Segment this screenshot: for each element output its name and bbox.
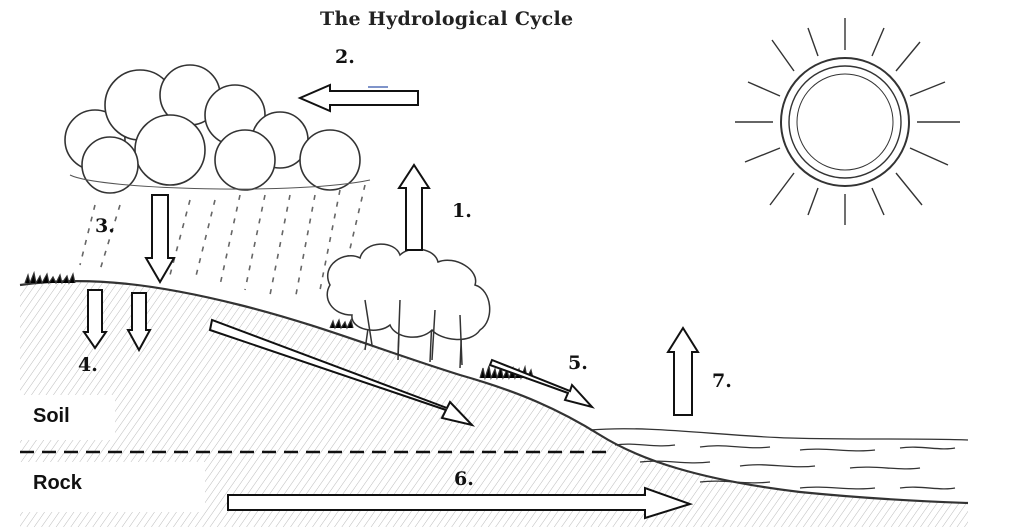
water-icon bbox=[589, 428, 969, 490]
soil-label-box bbox=[20, 395, 115, 440]
label-2: 2. bbox=[335, 46, 355, 68]
sun-icon bbox=[735, 18, 960, 225]
arrow-4b-infiltration bbox=[126, 292, 152, 353]
tree-icon bbox=[326, 243, 491, 369]
rock-label-box bbox=[20, 462, 205, 512]
arrow-1-transpiration bbox=[397, 163, 431, 251]
cloud-icon bbox=[64, 64, 371, 194]
arrows bbox=[82, 83, 700, 520]
arrow-4a-infiltration bbox=[82, 289, 108, 350]
label-6: 6. bbox=[454, 468, 474, 490]
arrow-7-evaporation bbox=[666, 326, 700, 416]
arrow-5-surface-runoff bbox=[488, 358, 595, 409]
arrow-2-condensation bbox=[297, 83, 419, 113]
label-5: 5. bbox=[568, 352, 588, 374]
label-3: 3. bbox=[95, 215, 115, 237]
arrow-6-groundwater bbox=[227, 486, 694, 520]
arrow-3-precipitation bbox=[144, 194, 176, 284]
soil-label: Soil bbox=[33, 405, 70, 427]
arrow-runoff bbox=[208, 318, 476, 427]
label-4: 4. bbox=[78, 354, 98, 376]
ground-surface-line bbox=[19, 279, 969, 505]
diagram-title: The Hydrological Cycle bbox=[320, 8, 574, 30]
label-7: 7. bbox=[712, 370, 732, 392]
rock-label: Rock bbox=[33, 472, 82, 494]
label-1: 1. bbox=[452, 200, 472, 222]
